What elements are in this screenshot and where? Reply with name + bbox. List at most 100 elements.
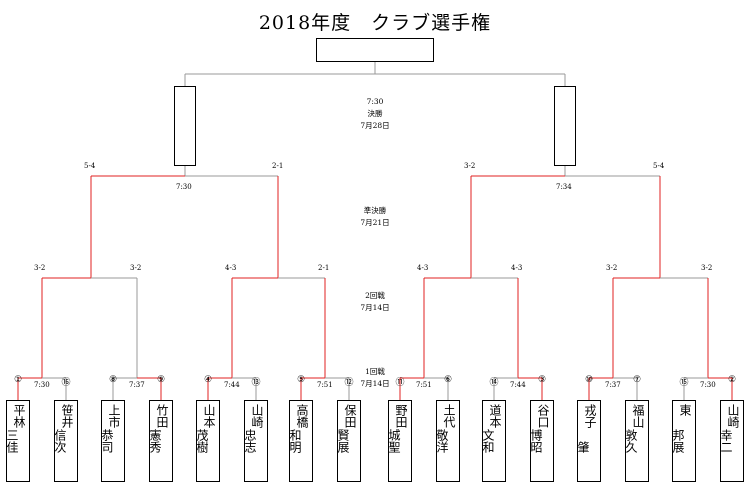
seed-number: ⑧ (108, 375, 118, 385)
round2-date: 7月14日 (360, 303, 390, 312)
player-name-part: 賢展 (336, 429, 350, 453)
player-name-part: 山崎 (250, 404, 264, 428)
semifinal-info: 準決勝 7月21日 (345, 205, 405, 229)
round1-time: 7:37 (605, 381, 621, 389)
final-score: 2-1 (272, 162, 284, 170)
player-name-part: 三佳 (5, 429, 19, 453)
player-name-part: 土代 (442, 404, 456, 428)
player-name-part: 谷口 (536, 404, 550, 428)
player-entry: 山崎 忠志 (243, 400, 268, 482)
seed-number: ② (727, 375, 737, 385)
final-info: 7:30 決勝 7月28日 (345, 96, 405, 132)
player-name-part: 高橋 (295, 404, 309, 428)
seed-number: ⑦ (632, 375, 642, 385)
player-name-part: 城聖 (387, 429, 401, 453)
player-entry: 山崎 幸二 (719, 400, 744, 482)
player-entry: 谷口 博昭 (529, 400, 554, 482)
seed-number: ① (13, 375, 23, 385)
seed-number: ⑭ (489, 378, 499, 388)
semifinal-date: 7月21日 (360, 218, 390, 227)
round2-lines (41, 277, 709, 378)
seed-number: ③ (537, 375, 547, 385)
player-name-part: 笹井 (60, 404, 74, 428)
player-name-part: 敦久 (624, 429, 638, 453)
seed-number: ⑥ (443, 375, 453, 385)
round2-score: 4-3 (511, 264, 523, 272)
round1-time: 7:30 (34, 381, 50, 389)
player-entry: 笹井 信次 (53, 400, 78, 482)
player-entry: 上市 恭司 (100, 400, 125, 482)
finalist-box-right (554, 86, 576, 166)
semifinal-lines (90, 175, 661, 278)
player-entry: 高橋 和明 (288, 400, 313, 482)
player-entry: 福山 敦久 (624, 400, 649, 482)
round1-time: 7:51 (317, 381, 333, 389)
player-name-part: 憲秀 (148, 429, 162, 453)
round1-time: 7:44 (224, 381, 240, 389)
seed-number: ⑮ (679, 378, 689, 388)
round2-score: 4-3 (225, 264, 237, 272)
seed-number: ⑩ (584, 375, 594, 385)
player-name-part: 恭司 (100, 429, 114, 453)
seed-number: ⑨ (156, 375, 166, 385)
player-entry: 東 邦展 (671, 400, 696, 482)
player-name-part: 肇 (576, 429, 590, 453)
player-name-part: 敬洋 (435, 429, 449, 453)
player-name-part: 野田 (394, 404, 408, 428)
player-name-part: 竹田 (155, 404, 169, 428)
final-label: 決勝 (367, 109, 383, 118)
player-entry: 土代 敬洋 (435, 400, 460, 482)
semifinal-time: 7:30 (176, 183, 192, 191)
final-lines (184, 62, 566, 176)
round2-info: 2回戦 7月14日 (345, 290, 405, 314)
player-name-part: 戎子 (583, 404, 597, 428)
player-name-part: 信次 (53, 429, 67, 453)
player-entry: 平林 三佳 (5, 400, 30, 482)
player-name-part: 茂樹 (195, 429, 209, 453)
player-name-part: 幸二 (719, 429, 733, 453)
page-title: 2018年度 クラブ選手権 (258, 12, 492, 34)
player-name-part: 和明 (288, 429, 302, 453)
seed-number: ⑯ (61, 378, 71, 388)
round1-date: 7月14日 (360, 379, 390, 388)
finalist-box-left (174, 86, 196, 166)
final-time: 7:30 (366, 97, 384, 106)
round2-score: 2-1 (318, 264, 330, 272)
player-name-part: 上市 (107, 404, 121, 428)
player-name-part: 博昭 (529, 429, 543, 453)
seed-number: ④ (203, 375, 213, 385)
player-name-part: 福山 (631, 404, 645, 428)
round1-info: 1回戦 7月14日 (345, 366, 405, 390)
player-name-part: 邦展 (671, 429, 685, 453)
round2-label: 2回戦 (365, 291, 385, 300)
seed-number: ⑬ (251, 378, 261, 388)
seed-number: ⑫ (344, 378, 354, 388)
seed-number: ⑤ (296, 375, 306, 385)
round1-lines (17, 377, 733, 400)
player-entry: 野田 城聖 (387, 400, 412, 482)
semifinal-time: 7:34 (556, 183, 572, 191)
round1-time: 7:30 (700, 381, 716, 389)
player-name-part: 東 (678, 404, 692, 428)
semifinal-label: 準決勝 (363, 206, 387, 215)
player-name-part: 文和 (481, 429, 495, 453)
player-entry: 竹田 憲秀 (148, 400, 173, 482)
final-score: 3-2 (464, 162, 476, 170)
round1-time: 7:44 (510, 381, 526, 389)
round2-score: 3-2 (130, 264, 142, 272)
champion-box (316, 38, 434, 62)
round1-time: 7:37 (129, 381, 145, 389)
player-name-part: 保田 (343, 404, 357, 428)
final-score: 5-4 (653, 162, 665, 170)
player-name-part: 道本 (488, 404, 502, 428)
player-name-part: 平林 (12, 404, 26, 428)
player-entry: 山本 茂樹 (195, 400, 220, 482)
player-name-part: 山崎 (726, 404, 740, 428)
round1-label: 1回戦 (365, 367, 385, 376)
player-name-part: 山本 (202, 404, 216, 428)
round2-score: 3-2 (701, 264, 713, 272)
round1-time: 7:51 (416, 381, 432, 389)
final-score: 5-4 (84, 162, 96, 170)
round2-score: 3-2 (606, 264, 618, 272)
